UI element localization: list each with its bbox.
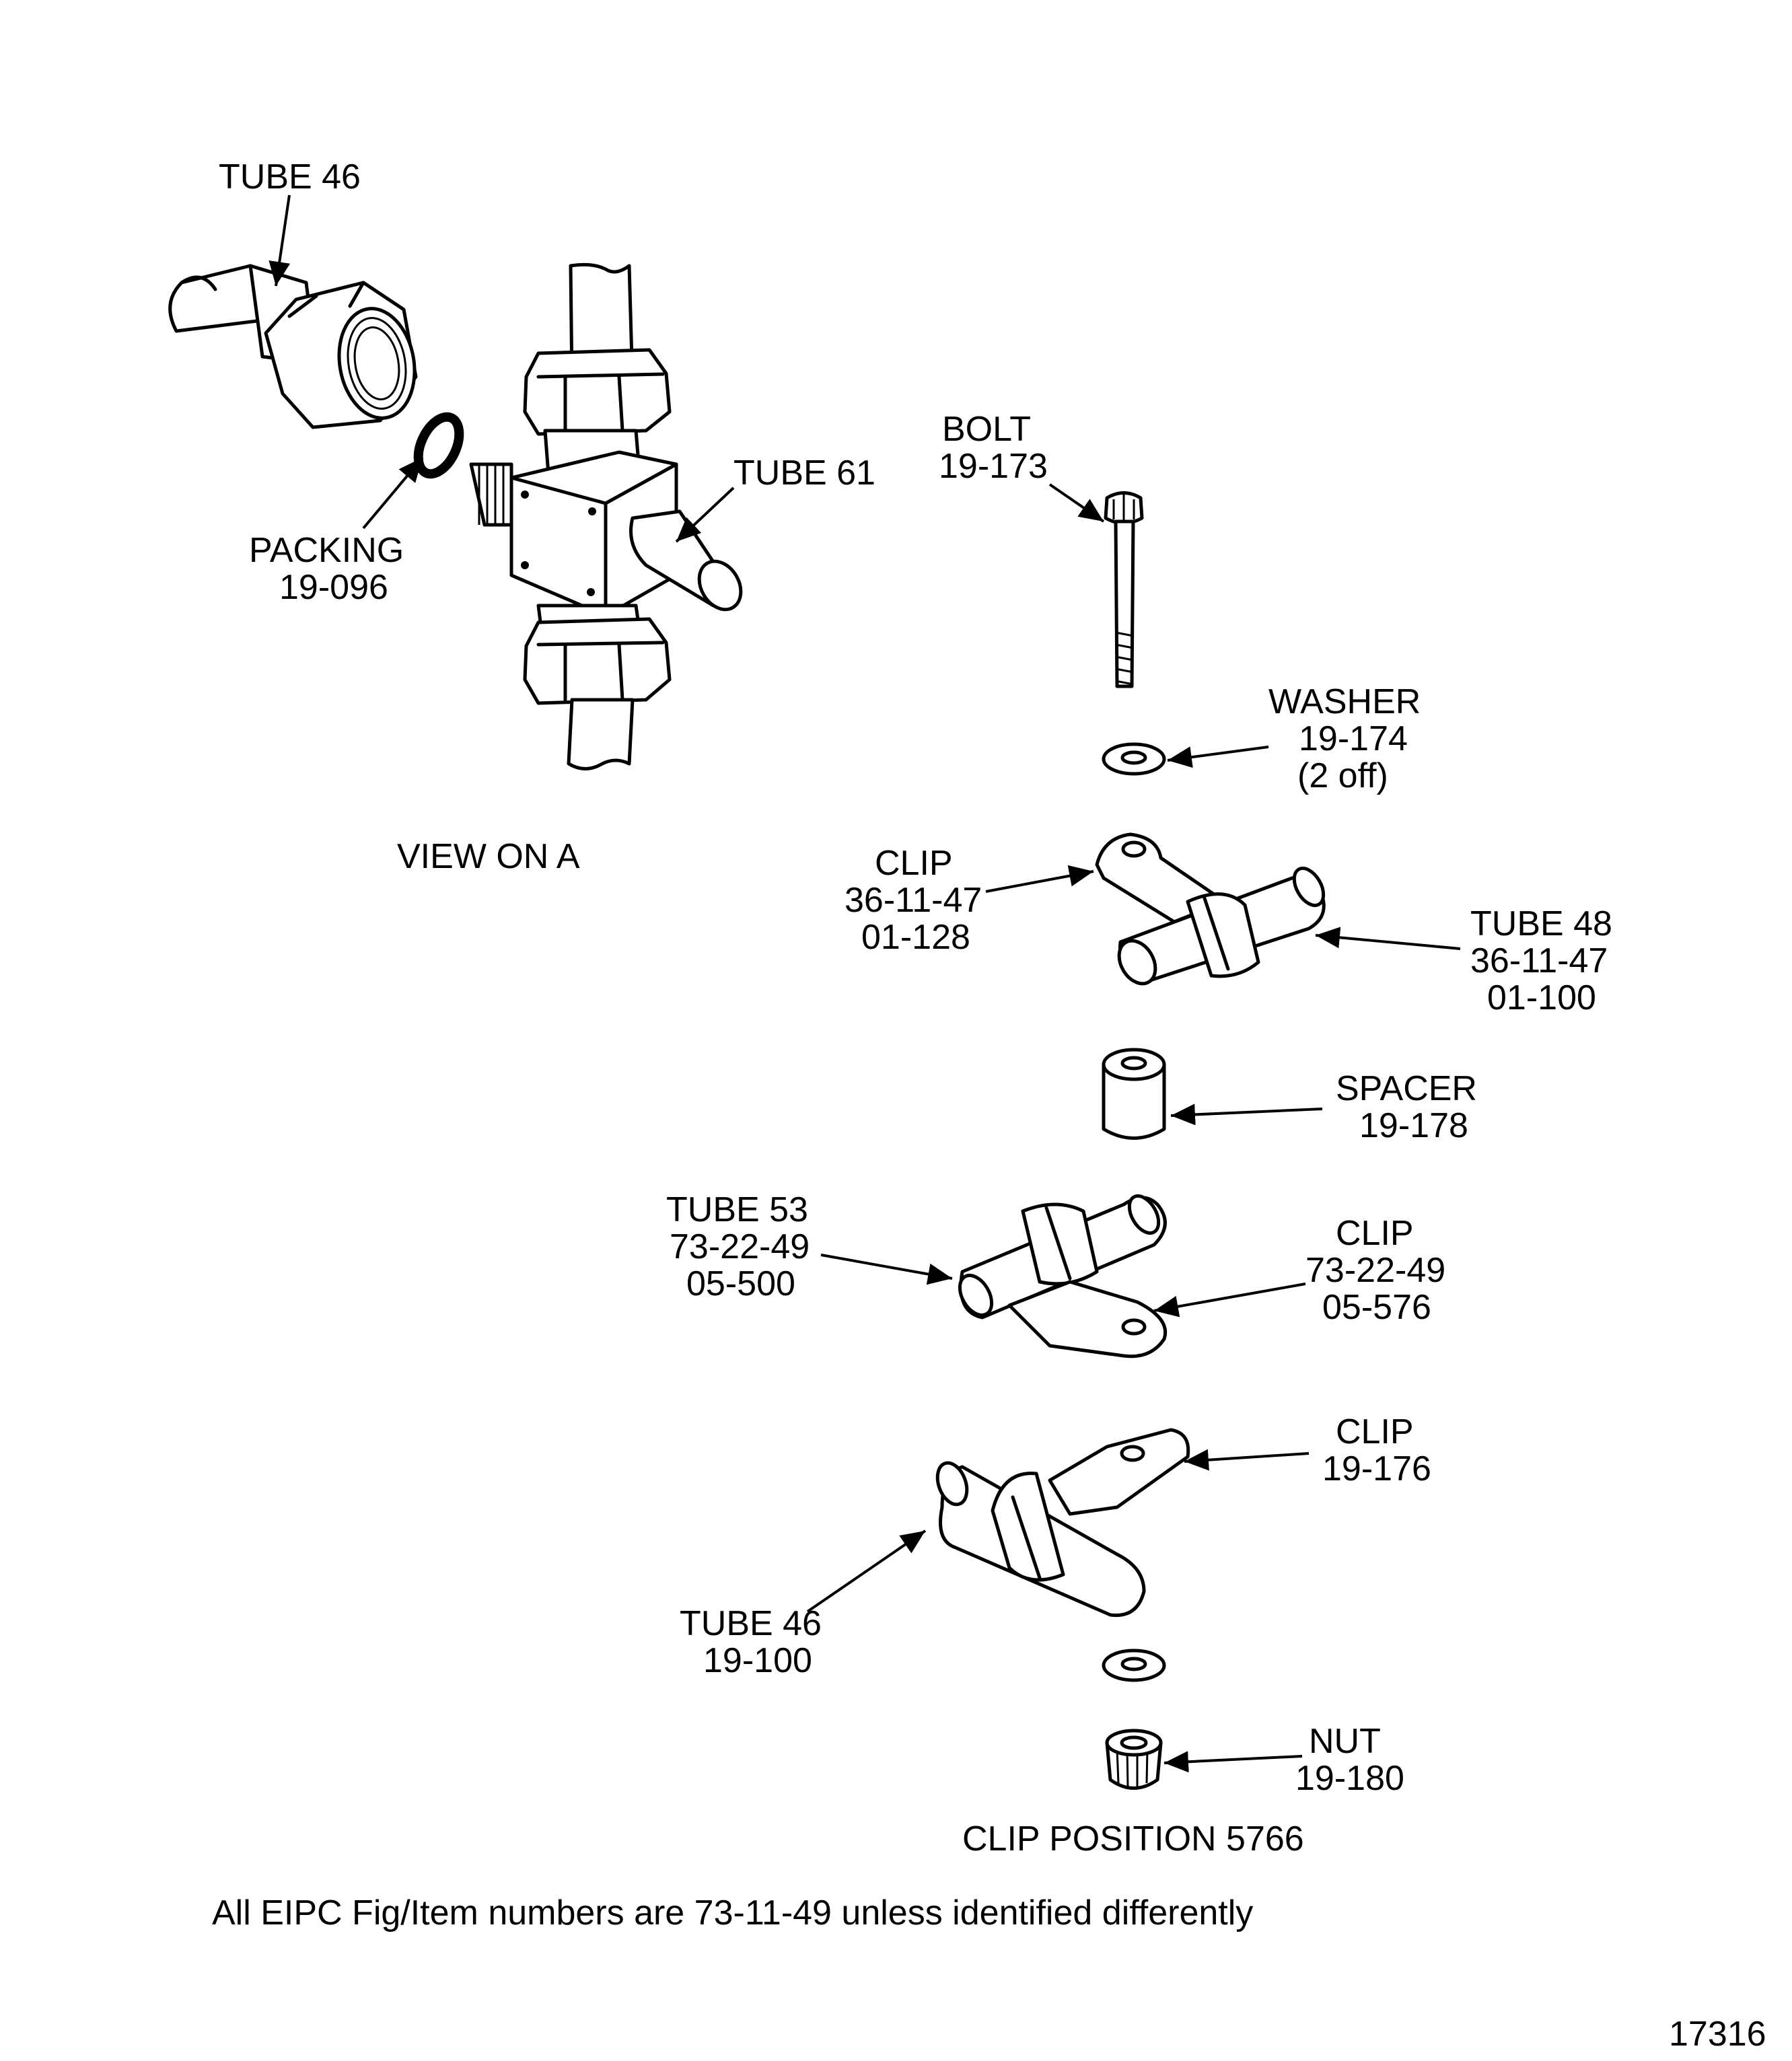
nut-drawing bbox=[1105, 1729, 1163, 1790]
clip-middle-label: CLIP bbox=[1336, 1214, 1414, 1253]
union-body-drawing bbox=[469, 262, 743, 770]
clip-upper-drawing bbox=[1095, 832, 1326, 986]
washer-qty: (2 off) bbox=[1297, 756, 1388, 795]
tube-48-ref2: 01-100 bbox=[1487, 978, 1596, 1017]
clip-position-label: CLIP POSITION 5766 bbox=[962, 1819, 1304, 1858]
figure-number: 17316 bbox=[1669, 2015, 1766, 2054]
bolt-ref: 19-173 bbox=[939, 447, 1048, 486]
tube-46-nut-drawing bbox=[168, 264, 418, 429]
spacer-drawing bbox=[1102, 1048, 1166, 1140]
clip-lower-ref: 19-176 bbox=[1322, 1449, 1431, 1488]
clip-lower-label: CLIP bbox=[1336, 1412, 1414, 1451]
tube-48-ref1: 36-11-47 bbox=[1470, 941, 1608, 980]
tube-46-top-label: TUBE 46 bbox=[219, 157, 361, 196]
clip-upper-ref1: 36-11-47 bbox=[845, 881, 982, 920]
view-on-a-label: VIEW ON A bbox=[397, 837, 580, 876]
bolt-drawing bbox=[1104, 491, 1144, 688]
washer-bottom-drawing bbox=[1102, 1649, 1166, 1682]
nut-label: NUT bbox=[1309, 1722, 1381, 1761]
tube-46-bottom-ref: 19-100 bbox=[703, 1641, 812, 1680]
packing-ring-drawing bbox=[413, 412, 464, 479]
washer-label: WASHER bbox=[1268, 682, 1421, 721]
tube-48-label: TUBE 48 bbox=[1470, 904, 1612, 943]
clip-middle-ref1: 73-22-49 bbox=[1305, 1251, 1445, 1290]
spacer-label: SPACER bbox=[1336, 1069, 1477, 1108]
tube-61-label: TUBE 61 bbox=[733, 454, 875, 493]
clip-lower-drawing bbox=[935, 1428, 1190, 1618]
packing-label: PACKING bbox=[249, 531, 404, 570]
packing-ref: 19-096 bbox=[279, 568, 388, 607]
spacer-ref: 19-178 bbox=[1359, 1106, 1468, 1145]
clip-middle-drawing bbox=[958, 1194, 1168, 1359]
tube-46-bottom-label: TUBE 46 bbox=[680, 1604, 822, 1643]
footer-note: All EIPC Fig/Item numbers are 73-11-49 u… bbox=[212, 1893, 1253, 1932]
clip-upper-ref2: 01-128 bbox=[861, 918, 970, 957]
tube-53-ref1: 73-22-49 bbox=[670, 1227, 810, 1266]
clip-upper-label: CLIP bbox=[875, 844, 953, 883]
tube-53-label: TUBE 53 bbox=[666, 1190, 808, 1229]
nut-ref: 19-180 bbox=[1295, 1759, 1404, 1798]
tube-53-ref2: 05-500 bbox=[686, 1264, 795, 1303]
bolt-label: BOLT bbox=[942, 410, 1031, 449]
washer-top-drawing bbox=[1102, 742, 1166, 776]
washer-ref: 19-174 bbox=[1299, 719, 1408, 758]
leader-lines bbox=[268, 194, 1461, 1773]
clip-middle-ref2: 05-576 bbox=[1322, 1288, 1431, 1327]
